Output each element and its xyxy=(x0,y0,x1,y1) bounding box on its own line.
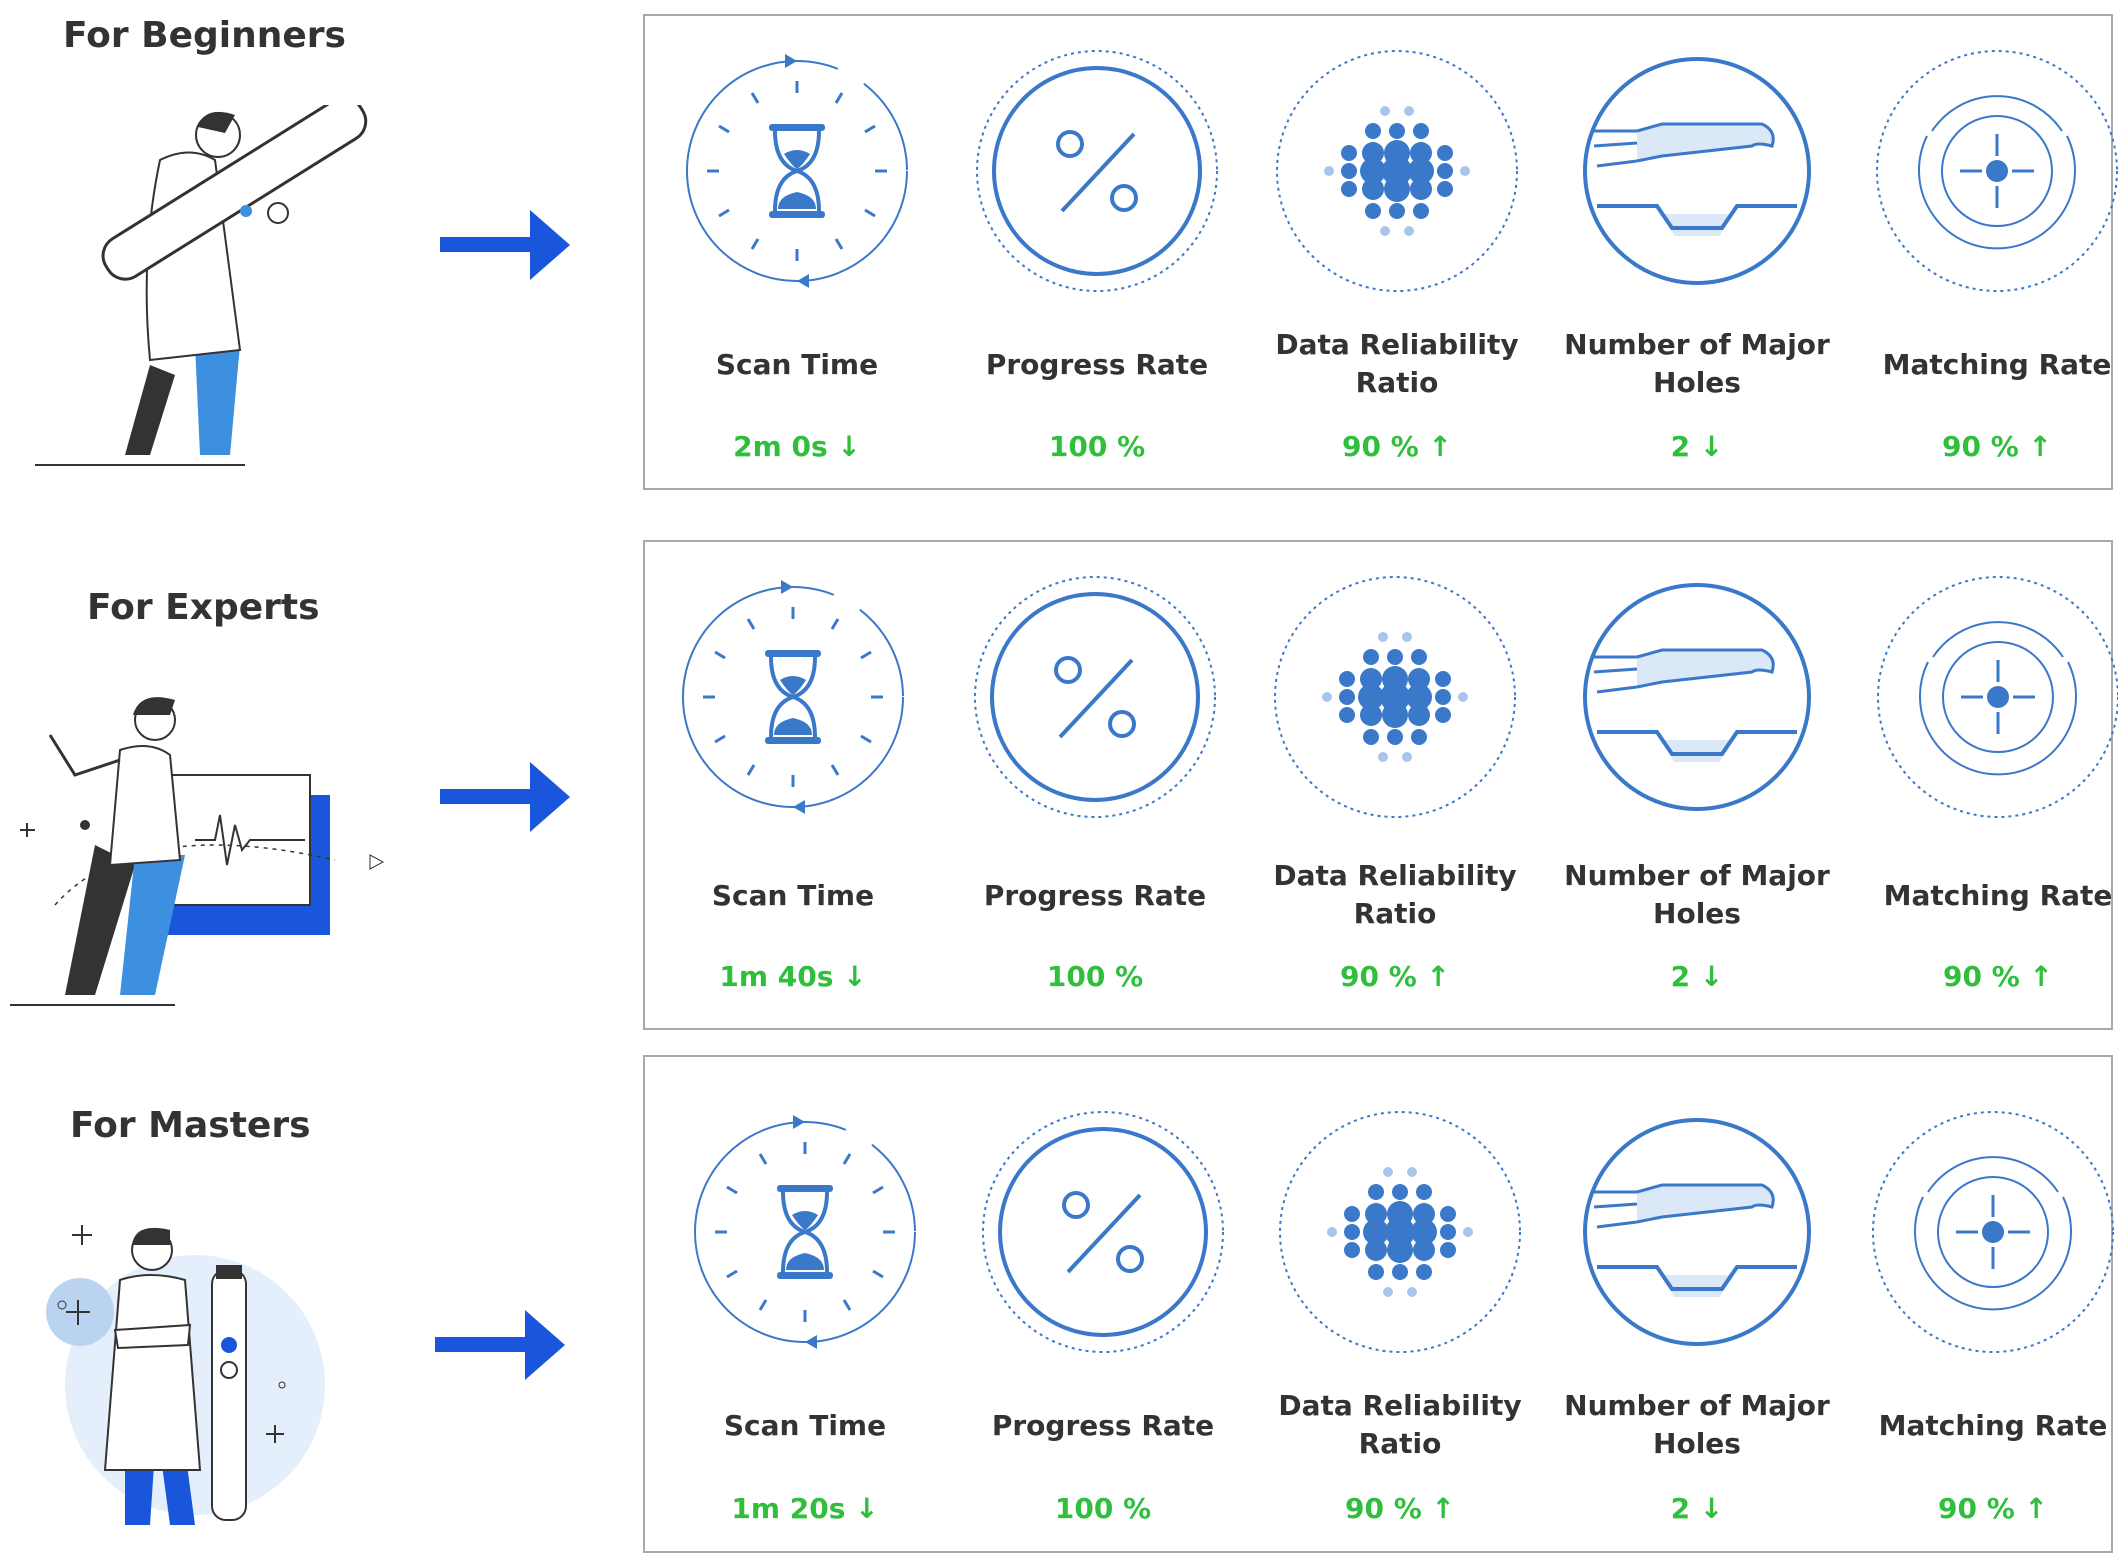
metric-label: Number of Major Holes xyxy=(1564,1389,1830,1460)
trend-up-icon: ↑ xyxy=(2024,1492,2048,1525)
level-title: For Masters xyxy=(70,1105,311,1146)
scan-holes-icon xyxy=(1572,572,1822,822)
level-title: For Experts xyxy=(87,587,320,628)
metric-value: 100 % xyxy=(1046,960,1144,993)
master-illustration xyxy=(46,1225,325,1525)
level-experts: For Experts Scan Time 1m 40s ↓ Progress … xyxy=(0,525,2118,1030)
hourglass-timer-icon xyxy=(672,46,922,296)
trend-down-icon: ↓ xyxy=(1699,960,1724,993)
metric-value: 2m 0s ↓ xyxy=(733,430,861,463)
metric-value: 2 ↓ xyxy=(1670,430,1724,463)
metric-label: Matching Rate xyxy=(1878,1409,2108,1442)
metric-major-holes: Number of Major Holes 2 ↓ xyxy=(1557,1057,1837,1551)
trend-down-icon: ↓ xyxy=(837,430,861,463)
metric-value: 2 ↓ xyxy=(1670,960,1724,993)
metric-label: Data Reliability Ratio xyxy=(1273,859,1517,930)
arrow-icon xyxy=(435,1310,565,1380)
level-beginners: For Beginners Scan Time 2m 0s ↓ Progress… xyxy=(0,0,2118,500)
arrow-icon xyxy=(440,210,570,280)
metric-label: Number of Major Holes xyxy=(1564,859,1830,930)
metric-matching-rate: Matching Rate 90 % ↑ xyxy=(1857,16,2118,488)
metric-label: Scan Time xyxy=(711,879,875,912)
scan-holes-icon xyxy=(1572,46,1822,296)
metrics-panel: Scan Time 2m 0s ↓ Progress Rate 100 % Da… xyxy=(643,14,2113,490)
metric-data-reliability: Data Reliability Ratio 90 % ↑ xyxy=(1257,16,1537,488)
level-title: For Beginners xyxy=(63,15,346,56)
metric-data-reliability: Data Reliability Ratio 90 % ↑ xyxy=(1260,1057,1540,1551)
metric-major-holes: Number of Major Holes 2 ↓ xyxy=(1557,16,1837,488)
percent-icon xyxy=(978,1107,1228,1357)
hourglass-timer-icon xyxy=(668,572,918,822)
metric-label: Scan Time xyxy=(723,1409,887,1442)
crosshair-target-icon xyxy=(1872,46,2118,296)
metric-value: 90 % ↑ xyxy=(1942,430,2052,463)
level-masters: For Masters Scan Time 1m 20s ↓ xyxy=(0,1045,2118,1553)
metric-value: 100 % xyxy=(1048,430,1146,463)
crosshair-target-icon xyxy=(1868,1107,2118,1357)
metric-scan-time: Scan Time 1m 40s ↓ xyxy=(653,542,933,1028)
dot-cluster-icon xyxy=(1275,1107,1525,1357)
metric-label: Progress Rate xyxy=(985,348,1209,381)
dot-cluster-icon xyxy=(1270,572,1520,822)
metric-value: 1m 40s ↓ xyxy=(719,960,867,993)
trend-down-icon: ↓ xyxy=(1699,1492,1724,1525)
metric-progress-rate: Progress Rate 100 % xyxy=(963,1057,1243,1551)
trend-up-icon: ↑ xyxy=(1431,1492,1455,1525)
metric-matching-rate: Matching Rate 90 % ↑ xyxy=(1858,542,2118,1028)
metric-major-holes: Number of Major Holes 2 ↓ xyxy=(1557,542,1837,1028)
metric-label: Progress Rate xyxy=(991,1409,1215,1442)
metric-label: Scan Time xyxy=(715,348,879,381)
percent-icon xyxy=(972,46,1222,296)
metric-value: 90 % ↑ xyxy=(1340,960,1450,993)
dot-cluster-icon xyxy=(1272,46,1522,296)
metric-value: 90 % ↑ xyxy=(1943,960,2053,993)
expert-illustration xyxy=(10,697,385,1006)
metric-scan-time: Scan Time 1m 20s ↓ xyxy=(665,1057,945,1551)
metric-value: 100 % xyxy=(1054,1492,1152,1525)
metric-value: 1m 20s ↓ xyxy=(731,1492,879,1525)
metric-matching-rate: Matching Rate 90 % ↑ xyxy=(1853,1057,2118,1551)
scan-holes-icon xyxy=(1572,1107,1822,1357)
arrow-icon xyxy=(440,762,570,832)
metric-label: Data Reliability Ratio xyxy=(1275,328,1519,399)
metrics-panel: Scan Time 1m 40s ↓ Progress Rate 100 % D… xyxy=(643,540,2113,1030)
metric-value: 90 % ↑ xyxy=(1938,1492,2048,1525)
metric-value: 90 % ↑ xyxy=(1342,430,1452,463)
trend-down-icon: ↓ xyxy=(843,960,867,993)
metric-value: 90 % ↑ xyxy=(1345,1492,1455,1525)
trend-up-icon: ↑ xyxy=(1428,430,1452,463)
metric-label: Progress Rate xyxy=(983,879,1207,912)
trend-up-icon: ↑ xyxy=(1426,960,1450,993)
trend-up-icon: ↑ xyxy=(2028,430,2052,463)
metric-scan-time: Scan Time 2m 0s ↓ xyxy=(657,16,937,488)
trend-down-icon: ↓ xyxy=(855,1492,879,1525)
hourglass-timer-icon xyxy=(680,1107,930,1357)
trend-up-icon: ↑ xyxy=(2029,960,2053,993)
metric-data-reliability: Data Reliability Ratio 90 % ↑ xyxy=(1255,542,1535,1028)
percent-icon xyxy=(970,572,1220,822)
beginner-illustration xyxy=(35,105,368,466)
metric-label: Data Reliability Ratio xyxy=(1278,1389,1522,1460)
trend-down-icon: ↓ xyxy=(1699,430,1724,463)
metric-value: 2 ↓ xyxy=(1670,1492,1724,1525)
metrics-panel: Scan Time 1m 20s ↓ Progress Rate 100 % D… xyxy=(643,1055,2113,1553)
crosshair-target-icon xyxy=(1873,572,2118,822)
metric-progress-rate: Progress Rate 100 % xyxy=(955,542,1235,1028)
metric-label: Matching Rate xyxy=(1883,879,2113,912)
metric-label: Number of Major Holes xyxy=(1564,328,1830,399)
metric-label: Matching Rate xyxy=(1882,348,2112,381)
metric-progress-rate: Progress Rate 100 % xyxy=(957,16,1237,488)
